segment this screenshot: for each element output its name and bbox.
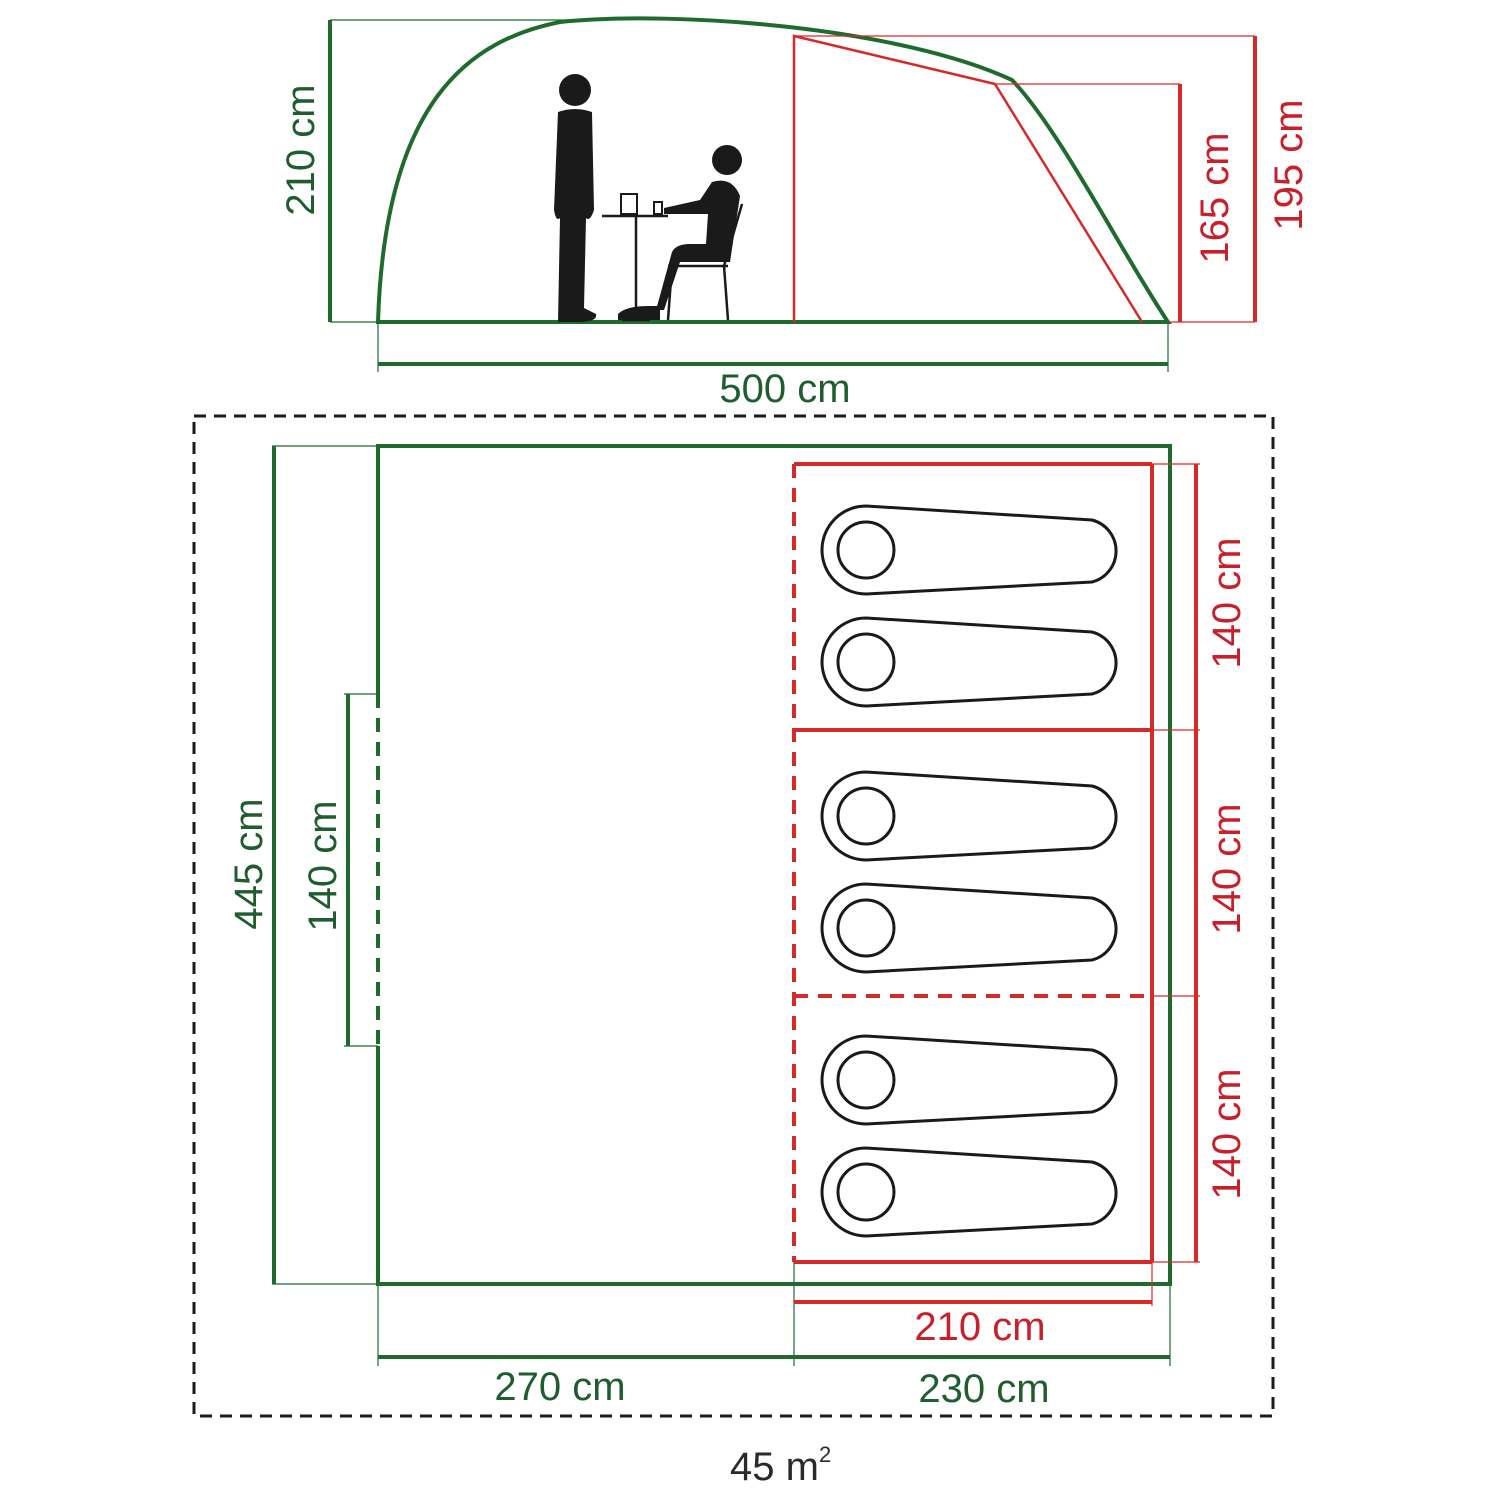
bedroom-length-label: 210 cm — [914, 1305, 1045, 1349]
living-length-label: 270 cm — [494, 1365, 625, 1409]
tent-outline — [375, 16, 1172, 324]
bedroom-outline — [792, 34, 1144, 323]
room-1-width-label: 140 cm — [1205, 537, 1249, 668]
floor-plan: 445 cm 140 cm 140 cm 140 cm 140 cm 210 c… — [192, 414, 1275, 1489]
bedroom-height-195-label: 195 cm — [1267, 99, 1311, 230]
sleeping-bags — [820, 504, 1118, 1238]
sleeping-bag-icon — [820, 616, 1118, 708]
sleeping-bag-icon — [820, 1146, 1118, 1238]
depth-label: 445 cm — [227, 798, 271, 929]
bedroom-section-length-label: 230 cm — [918, 1367, 1049, 1411]
sleeping-bag-icon — [820, 1034, 1118, 1126]
bedroom-height-165-label: 165 cm — [1193, 132, 1237, 263]
table-icon — [602, 193, 668, 322]
side-length-label: 500 cm — [719, 367, 850, 411]
side-view: 210 cm 165 cm 195 cm 500 cm — [279, 16, 1311, 411]
standing-person-icon — [554, 74, 597, 322]
tent-floor-outline — [376, 444, 1172, 1286]
area-label: 45 m2 — [730, 1442, 831, 1489]
door-width-label: 140 cm — [301, 800, 345, 931]
seated-person-icon — [618, 145, 742, 320]
sleeping-bag-icon — [820, 504, 1118, 596]
tent-floor-outline-left — [376, 1046, 585, 1286]
sleeping-bag-icon — [820, 770, 1118, 862]
room-3-width-label: 140 cm — [1205, 1068, 1249, 1199]
side-height-label: 210 cm — [279, 84, 323, 215]
room-2-width-label: 140 cm — [1205, 803, 1249, 934]
sleeping-bag-icon — [820, 882, 1118, 974]
